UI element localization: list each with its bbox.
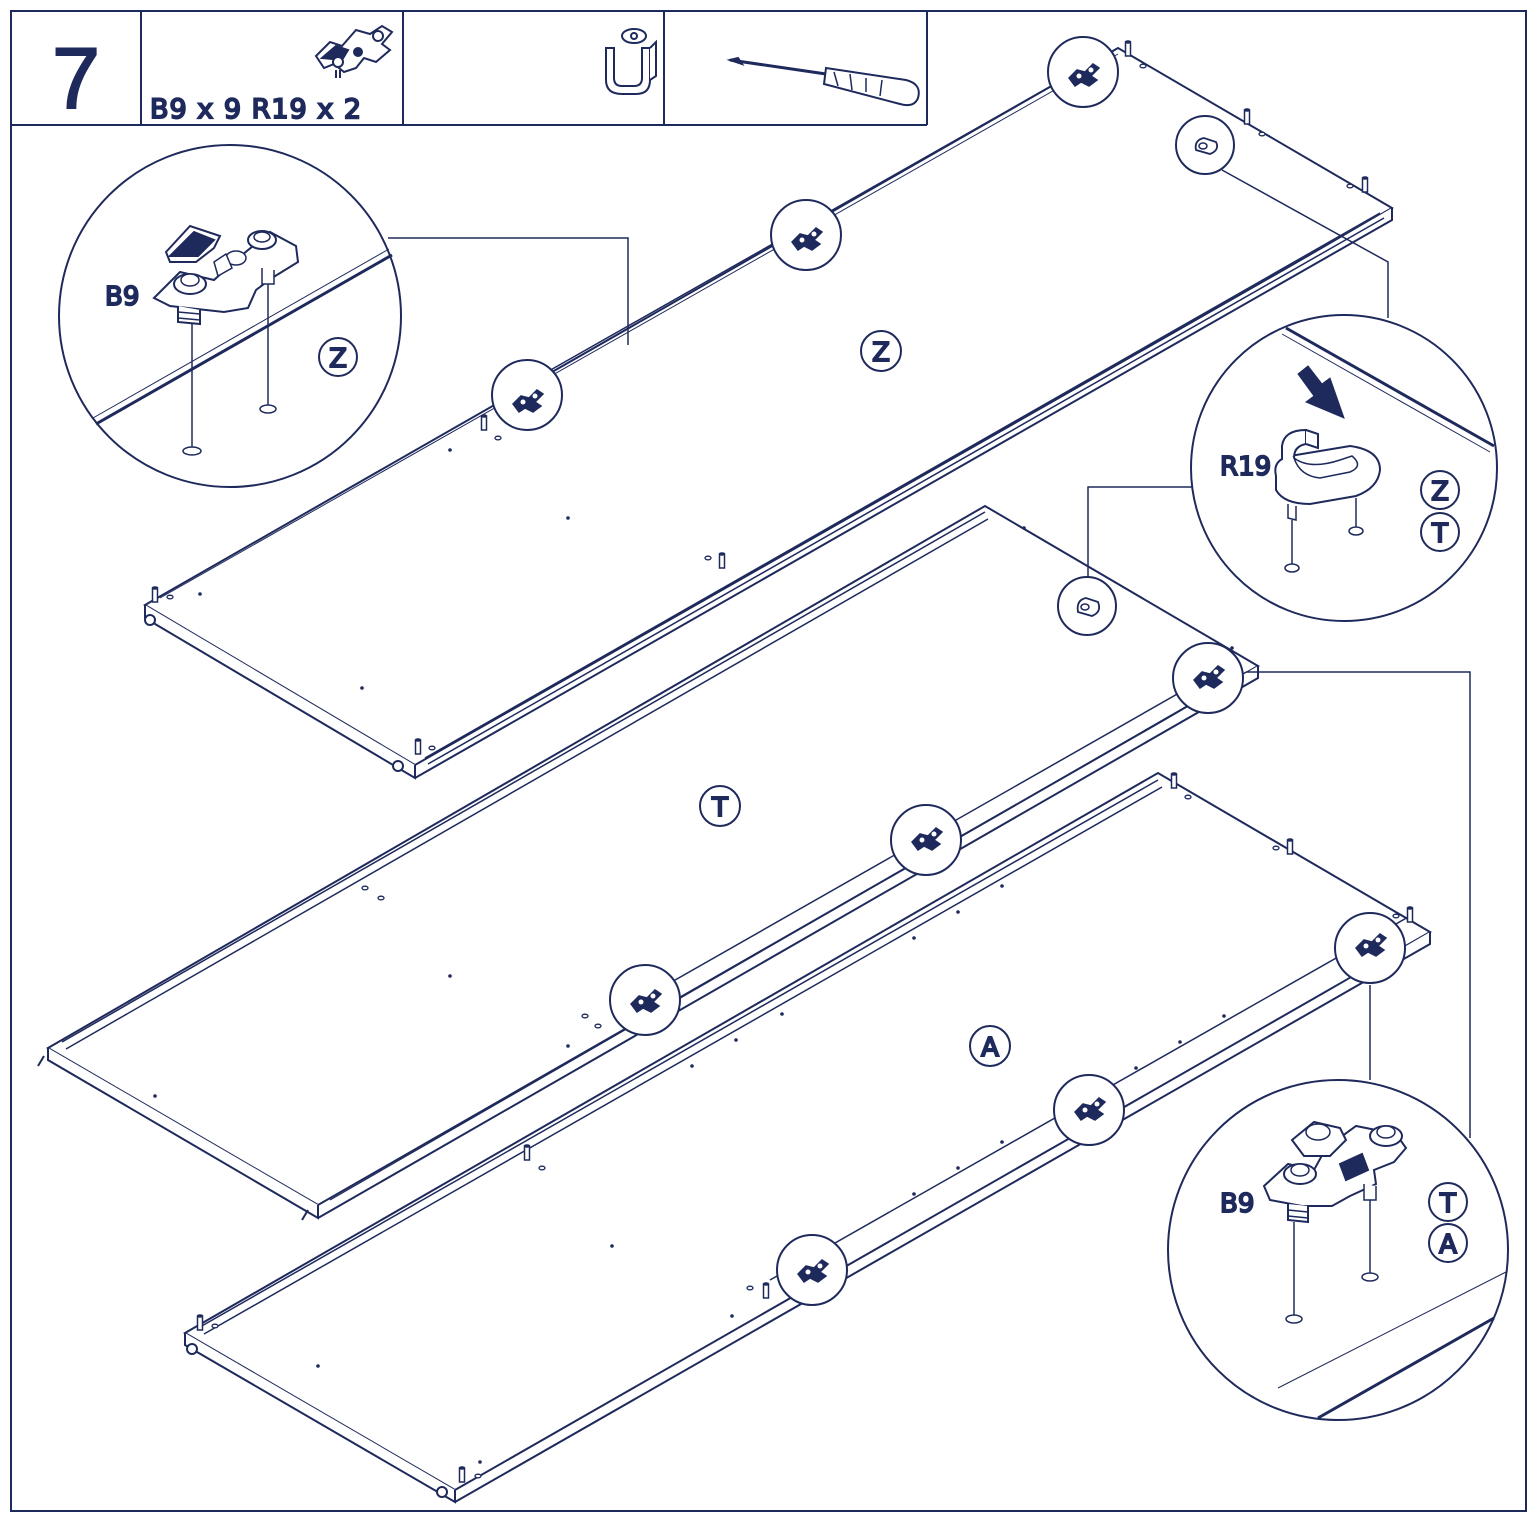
svg-text:T: T [711,793,728,823]
svg-text:A: A [1439,1230,1457,1260]
rail-support-callout [1175,115,1235,175]
detail-b9-z: B9 Z [58,144,402,488]
page-border [10,10,1527,1512]
rail-support-locations [1057,115,1235,636]
rail-support-icon [1274,428,1382,521]
hinge-callout [609,964,681,1036]
detail-panel-label-a: A [1428,1223,1468,1263]
push-arrow-icon [1297,365,1345,419]
panel-a [183,771,1432,1504]
rail-support-callout [1057,576,1117,636]
detail-part-label: B9 [105,282,139,312]
panel-label-a: A [969,1025,1011,1067]
panel-label-t: T [699,785,741,827]
svg-text:Z: Z [1431,477,1449,507]
panel-z [143,46,1395,780]
step-number: 7 [52,31,100,127]
hinge-locations [491,36,1406,1306]
hinge-callout [491,359,563,431]
hinge-callout [770,199,842,271]
hinge-callout [1172,642,1244,714]
detail-panel-label-t: T [1428,1182,1468,1222]
detail-panel-label-t: T [1420,512,1460,552]
screwdriver-icon [726,56,920,107]
svg-text:T: T [1439,1189,1456,1219]
hinge-plate-icon [152,224,300,326]
detail-r19: R19 Z T [1190,314,1498,622]
parts-header: 7 B9 x 9 R19 x 2 [11,11,928,128]
panel-labels: Z T A [699,330,1011,1067]
panel-fittings [37,39,1414,1483]
hardware-quantity-text: B9 x 9 R19 x 2 [150,94,362,125]
hinge-plate-icon [314,24,394,78]
leader-lines [388,169,1471,1138]
hinge-callout [1047,36,1119,108]
svg-text:T: T [1431,519,1448,549]
detail-part-label: B9 [1220,1189,1254,1219]
hinge-callout [890,804,962,876]
svg-text:A: A [981,1033,999,1063]
rail-support-icon [605,28,657,95]
svg-text:Z: Z [329,344,347,374]
detail-panel-label-z: Z [318,337,358,377]
detail-b9-ta: B9 T A [1167,1079,1509,1421]
panel-t [46,504,1260,1220]
panel-label-z: Z [860,330,902,372]
svg-text:Z: Z [872,338,890,368]
detail-panel-label-z: Z [1420,470,1460,510]
hinge-callout [1334,912,1406,984]
hinge-plate-icon [1262,1120,1408,1224]
hinge-callout [1053,1074,1125,1146]
hinge-callout [776,1234,848,1306]
detail-part-label: R19 [1220,452,1271,482]
